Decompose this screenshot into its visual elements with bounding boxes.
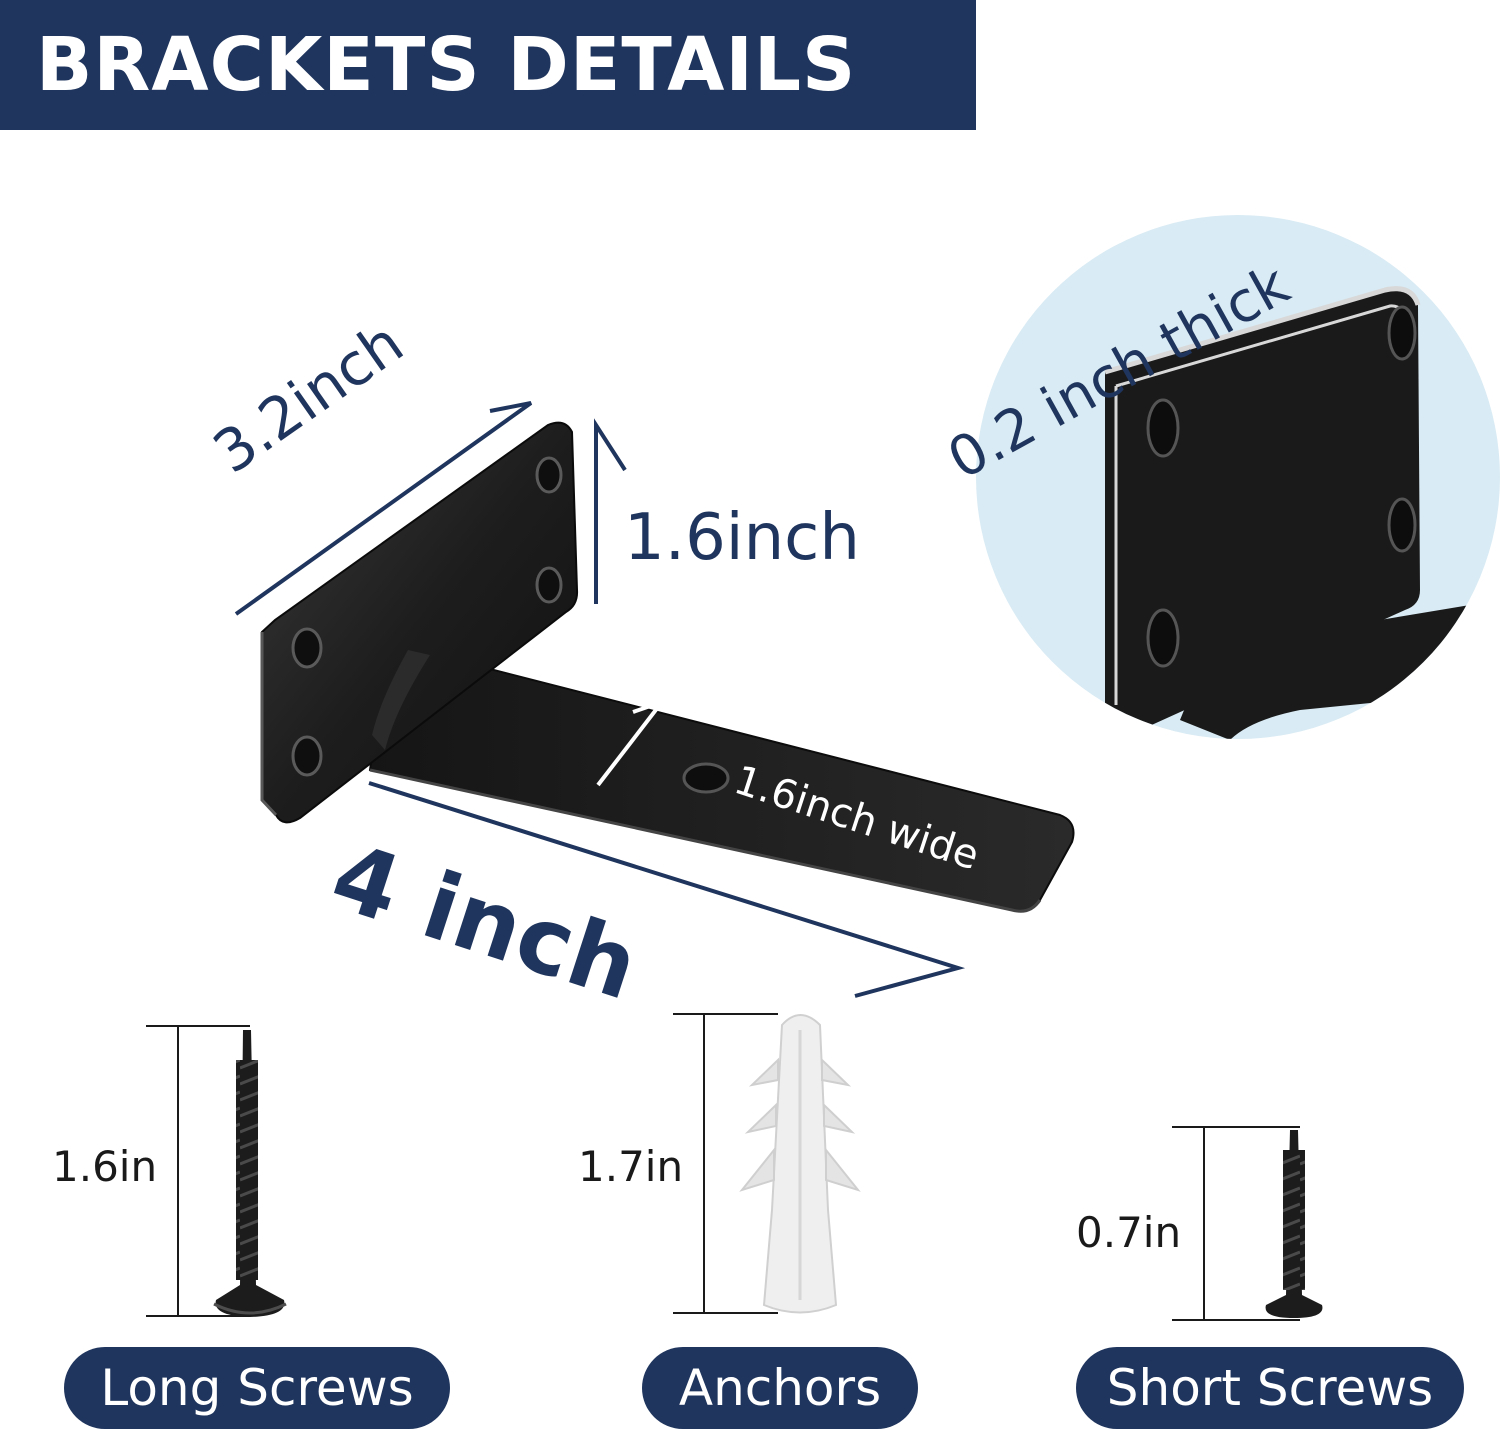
bracket-image [260,421,1075,913]
thickness-closeup [976,215,1500,739]
long-screws-label: Long Screws [64,1347,450,1429]
anchor-image [739,1014,861,1314]
anchors-label: Anchors [642,1347,918,1429]
short-screws-label: Short Screws [1076,1347,1464,1429]
short-screw-size: 0.7in [1076,1208,1182,1257]
part-measure-lines [146,1013,1300,1321]
short-screw-image [1265,1130,1323,1318]
long-screw-image [213,1030,287,1317]
dimension-lines [234,401,966,998]
anchor-size: 1.7in [578,1142,684,1191]
plate-height-label: 1.6inch [624,501,860,575]
page-title: BRACKETS DETAILS [36,22,857,108]
long-screw-size: 1.6in [52,1142,158,1191]
arm-width-marker [596,697,668,787]
title-banner: BRACKETS DETAILS [0,0,976,130]
